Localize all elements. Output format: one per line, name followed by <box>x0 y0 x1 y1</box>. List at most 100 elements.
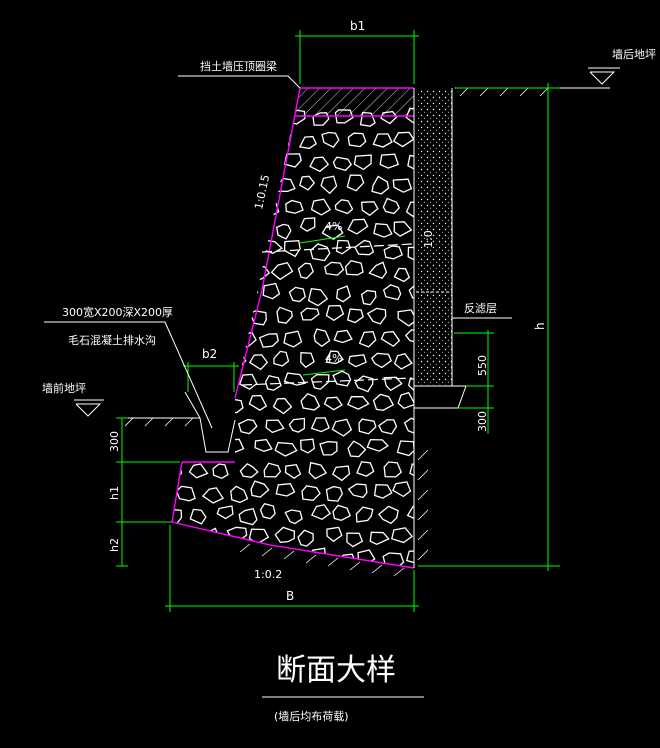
rubble-stone <box>201 487 225 504</box>
label-ground-behind: 墙后地坪 <box>612 47 656 61</box>
drain-pipe-lower <box>241 377 413 386</box>
dim-left-stack <box>116 417 180 567</box>
rubble-stone <box>187 154 207 170</box>
rubble-stone <box>199 310 219 326</box>
rubble-stone <box>382 197 400 215</box>
rubble-stone <box>250 480 270 498</box>
rubble-stone <box>356 461 375 477</box>
base-hatch <box>239 543 405 577</box>
rubble-stone <box>369 531 390 546</box>
rubble-stone <box>321 131 340 149</box>
rubble-stone <box>172 238 186 255</box>
dim-b1 <box>295 30 419 84</box>
label-slope-front: 1:0.15 <box>252 173 272 210</box>
dim-B <box>165 525 419 612</box>
rubble-stone <box>297 529 314 547</box>
rubble-stone <box>230 310 249 328</box>
rubble-stone <box>172 199 186 213</box>
rubble-stone <box>188 463 209 479</box>
rubble-stone <box>211 418 230 435</box>
rubble-stone <box>347 218 369 235</box>
rubble-stone <box>238 507 258 526</box>
rubble-stone <box>179 181 196 196</box>
drainage-ditch-outline <box>118 417 236 453</box>
rubble-stone <box>273 350 290 367</box>
rubble-stone <box>378 419 398 435</box>
rubble-stone <box>176 530 194 547</box>
rubble-stone <box>406 505 414 522</box>
rubble-stone <box>336 285 352 303</box>
rubble-stone <box>172 175 176 190</box>
label-slope-base: 1:0.2 <box>254 568 282 581</box>
ground-symbol-behind <box>588 67 620 85</box>
rubble-stone <box>204 132 224 150</box>
rubble-stone <box>321 224 344 240</box>
rubble-stone <box>326 526 343 543</box>
rubble-stone <box>216 505 234 520</box>
rubble-stone <box>300 393 321 411</box>
rubble-stone <box>405 200 414 218</box>
label-filter-layer: 反滤层 <box>464 302 497 315</box>
label-h2: h2 <box>108 538 121 552</box>
rubble-stone <box>189 109 205 127</box>
rubble-stone <box>331 418 353 437</box>
rubble-stone <box>265 419 285 434</box>
rubble-stone <box>325 485 344 502</box>
rubble-stone <box>308 461 328 480</box>
rubble-stone <box>176 133 197 151</box>
rubble-stone <box>262 282 281 300</box>
rubble-stone <box>248 394 268 411</box>
rubble-stone <box>307 287 329 307</box>
rubble-stone <box>247 218 268 237</box>
rubble-stone <box>203 220 224 237</box>
rubble-stone <box>284 509 303 525</box>
label-cap-beam: 挡土墙压顶圈梁 <box>200 59 277 73</box>
rubble-stone <box>285 199 304 214</box>
rubble-stone <box>354 239 375 256</box>
rubble-stone <box>239 462 259 478</box>
wall-front-face <box>234 87 301 399</box>
rubble-stone <box>372 393 395 411</box>
rubble-stone-fill <box>172 107 414 568</box>
rubble-stone <box>366 307 387 325</box>
rubble-stone <box>254 438 273 452</box>
drawing-subtitle: (墙后均布荷载) <box>274 709 349 723</box>
rubble-stone <box>274 526 296 543</box>
rubble-stone <box>403 417 414 435</box>
rubble-stone <box>172 222 174 240</box>
rubble-stone <box>320 175 338 195</box>
rubble-stone <box>214 373 233 389</box>
rubble-stone <box>332 156 353 172</box>
rubble-stone <box>299 217 316 232</box>
rubble-stone <box>240 283 259 301</box>
rubble-stone <box>172 262 174 279</box>
rubble-stone <box>391 527 414 544</box>
rubble-stone <box>189 508 207 525</box>
rubble-stone <box>301 485 321 501</box>
rubble-stone <box>172 442 173 458</box>
rubble-stone <box>405 550 414 564</box>
rubble-stone <box>393 353 413 370</box>
backfill-hatch <box>417 449 429 561</box>
rubble-stone <box>298 135 317 150</box>
rubble-stone <box>373 484 393 499</box>
label-slope-back: 1:0 <box>422 230 435 248</box>
rubble-stone <box>396 440 414 457</box>
label-ditch-material: 毛石混凝土排水沟 <box>68 333 156 347</box>
rubble-stone <box>372 133 393 148</box>
rubble-stone <box>407 378 414 393</box>
rubble-stone <box>189 284 208 302</box>
rubble-stone <box>249 130 271 147</box>
rubble-stone <box>172 420 186 434</box>
rubble-stone <box>325 304 345 322</box>
rubble-stone <box>276 306 293 324</box>
rubble-stone <box>335 239 351 255</box>
drain-pipe-upper <box>261 243 413 253</box>
rubble-stone <box>344 259 364 276</box>
rubble-stone <box>263 462 282 478</box>
rubble-stone <box>222 223 243 239</box>
rubble-stone <box>253 265 271 281</box>
rubble-stone <box>366 438 389 452</box>
rubble-stone <box>404 329 414 344</box>
